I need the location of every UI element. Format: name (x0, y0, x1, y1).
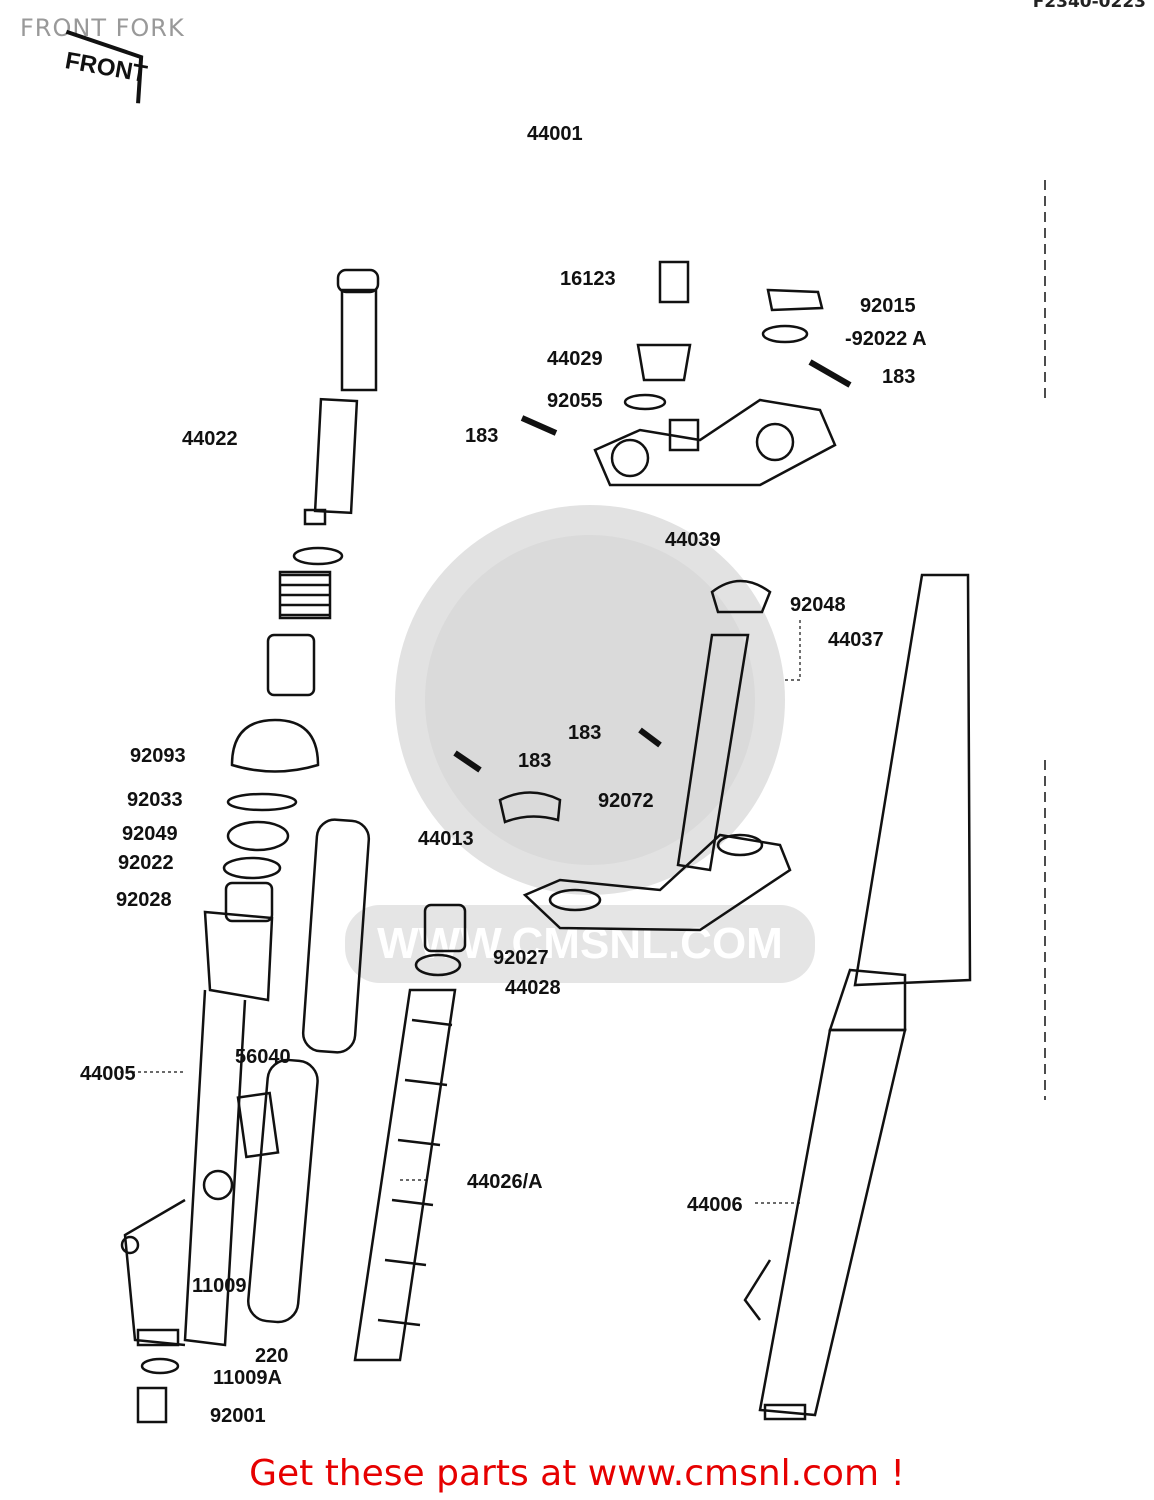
seal-92048 (710, 579, 772, 614)
rod-44013 (301, 818, 371, 1054)
part-label: 44013 (418, 828, 474, 850)
part-label: 92022 (118, 852, 174, 874)
washer-11009a (140, 1357, 180, 1375)
part-label: 92028 (116, 889, 172, 911)
leader-lines (120, 620, 801, 1204)
part-label: 183 (465, 425, 498, 447)
front-indicator: FRONT (63, 29, 149, 104)
part-labels: 44001 16123 92015 -92022 A 44029 183 920… (80, 123, 927, 1427)
short-spring (278, 570, 332, 620)
part-label: 92055 (547, 390, 603, 412)
nut-92015 (766, 288, 824, 312)
part-label: 220 (255, 1345, 288, 1367)
dust-seal (230, 718, 320, 773)
bolt-183d (453, 750, 482, 773)
clip (292, 546, 344, 566)
spacer (266, 633, 316, 697)
nut-16123 (658, 260, 690, 304)
part-label: 44029 (547, 348, 603, 370)
outer-tube-44006 (743, 573, 972, 1421)
part-label: 92049 (122, 823, 178, 845)
part-label: 11009A (213, 1367, 282, 1389)
washer-44028 (414, 953, 462, 977)
part-label: 183 (518, 750, 551, 772)
part-label: 44028 (505, 977, 561, 999)
washer-92022a (761, 324, 809, 344)
part-label: 183 (568, 722, 601, 744)
part-label: 44006 (687, 1194, 743, 1216)
watermark: WWW.CMSNL.COM (345, 505, 815, 983)
part-label: 44001 (527, 123, 583, 145)
bushing-92027 (423, 903, 467, 953)
bolt-183-left (520, 415, 558, 436)
footer-cta-link[interactable]: Get these parts at www.cmsnl.com ! (249, 1453, 905, 1494)
cap-44029 (636, 343, 692, 382)
part-label: 11009 (192, 1275, 247, 1297)
fork-spring (353, 988, 457, 1362)
part-label: 92033 (127, 789, 183, 811)
outer-tube-44005 (120, 910, 274, 1347)
front-tag-text: FRONT (63, 47, 149, 88)
part-label: 44022 (182, 428, 238, 450)
part-label: 44005 (80, 1063, 136, 1085)
part-label: 44026/A (467, 1171, 543, 1193)
bushing (224, 881, 274, 923)
clamp-92072 (498, 791, 562, 824)
part-label: 92015 (860, 295, 916, 317)
watermark-text: WWW.CMSNL.COM (377, 919, 783, 968)
bolt-183c (638, 727, 662, 748)
part-label: 92093 (130, 745, 186, 767)
bolt-92001 (136, 1386, 168, 1424)
parts-drawing (120, 180, 1046, 1424)
part-label: -92022 A (845, 328, 927, 350)
washer-92022 (222, 856, 282, 880)
part-label: 183 (882, 366, 915, 388)
part-label: 44037 (828, 629, 884, 651)
part-label: 16123 (560, 268, 616, 290)
part-label: 56040 (235, 1046, 291, 1068)
part-label: 92072 (598, 790, 654, 812)
inner-tube-44022 (303, 268, 380, 526)
bolt-183-right (808, 359, 852, 388)
oring-92055 (623, 393, 667, 411)
oil-seal (226, 820, 290, 852)
part-label: 92001 (210, 1405, 266, 1427)
page-title: FRONT FORK (20, 14, 185, 42)
part-label: 92048 (790, 594, 846, 616)
ring-92033 (226, 792, 298, 812)
steering-stem (522, 633, 792, 932)
diagram-code: F2340-0223 (1032, 0, 1146, 12)
label-plate (236, 1091, 280, 1159)
top-bracket (593, 398, 837, 487)
part-label: 44039 (665, 529, 721, 551)
part-label: 92027 (493, 947, 549, 969)
damper-rod (247, 1058, 319, 1324)
